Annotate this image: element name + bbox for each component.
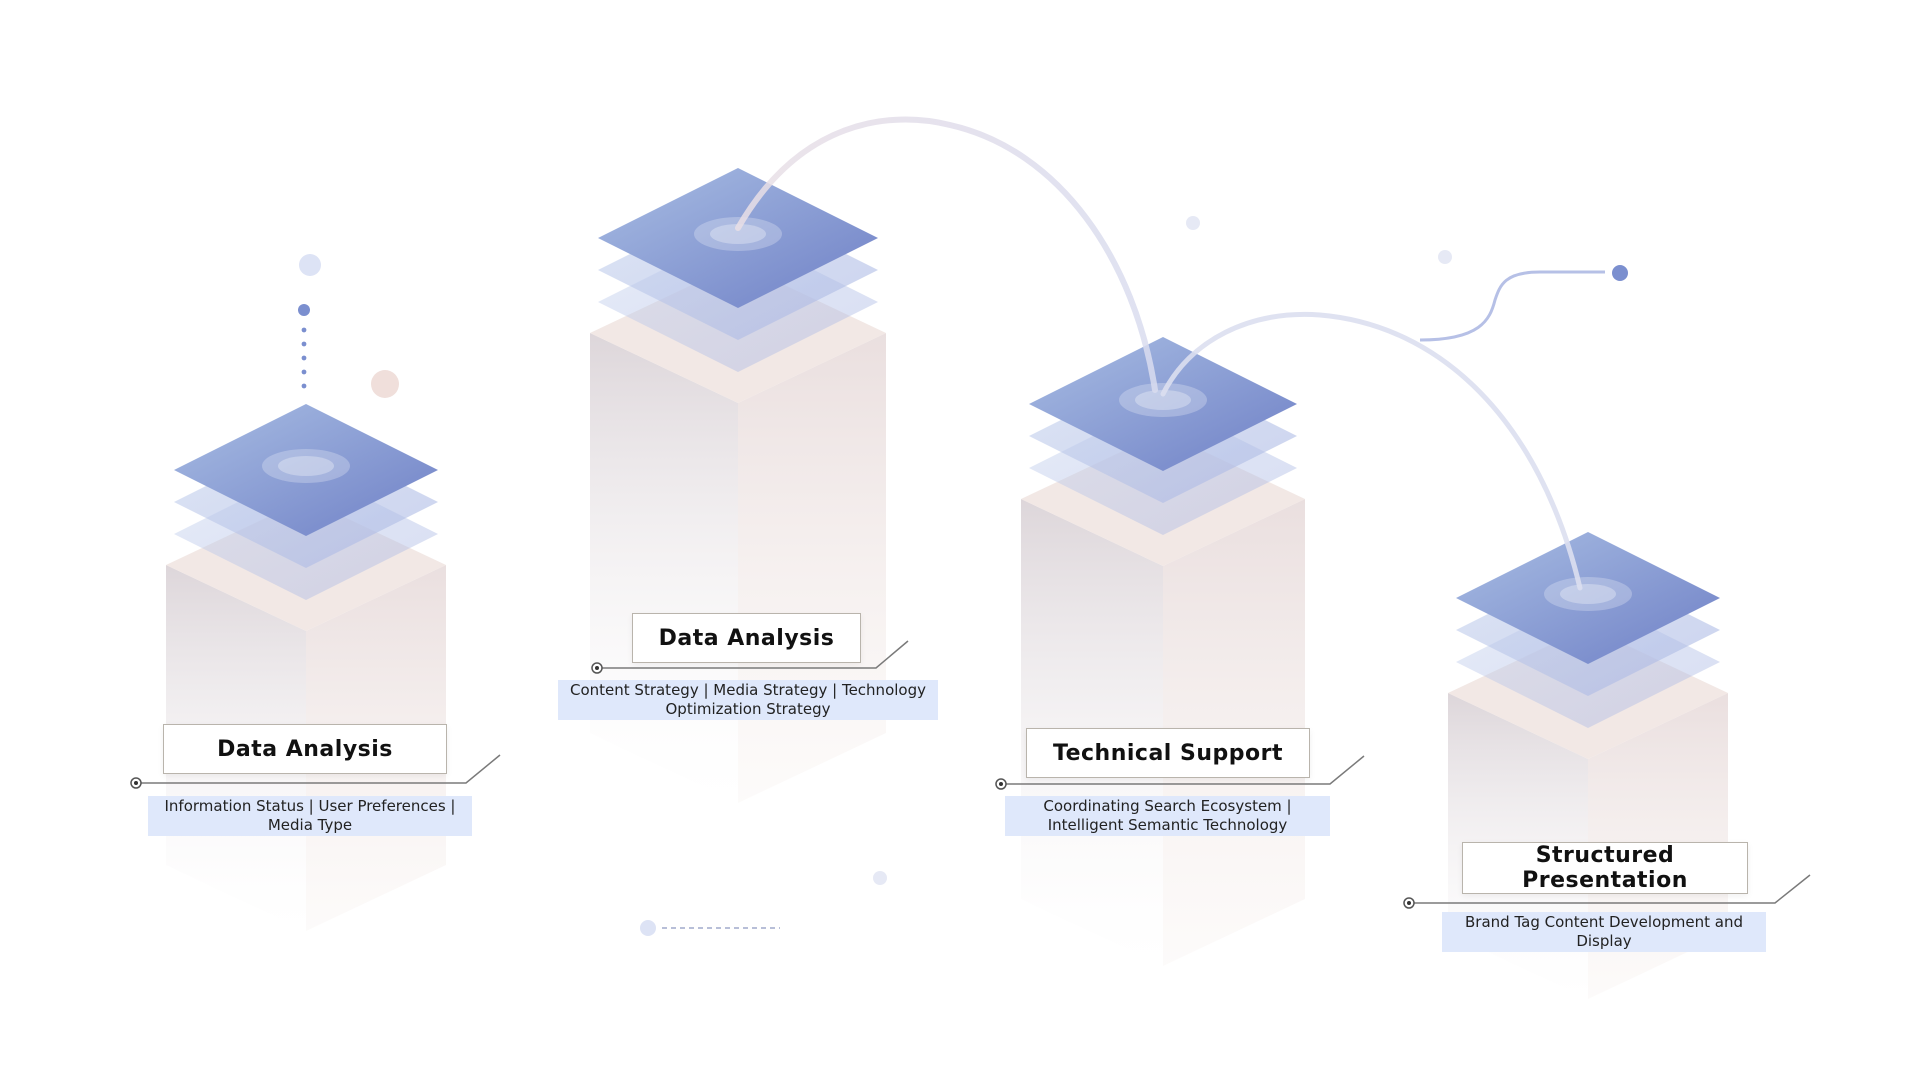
decor-dot-5 bbox=[1438, 250, 1452, 264]
decor-dotted-1 bbox=[301, 327, 307, 333]
node-2-description-box: Content Strategy | Media Strategy | Tech… bbox=[558, 680, 938, 720]
node-1-connector-line bbox=[136, 754, 501, 784]
node-2-glow-outer bbox=[694, 217, 782, 251]
node-4-connector-dot bbox=[1407, 901, 1411, 905]
node-4-description-box: Brand Tag Content Development and Displa… bbox=[1442, 912, 1766, 952]
node-3-title: Technical Support bbox=[1053, 740, 1283, 766]
decor-dot-1 bbox=[299, 254, 321, 276]
node-2-description: Content Strategy | Media Strategy | Tech… bbox=[570, 681, 926, 718]
node-2-top-platform bbox=[598, 168, 878, 308]
node-3-glow-inner bbox=[1135, 390, 1191, 410]
decorations bbox=[298, 216, 1628, 936]
node-1-connector-dot bbox=[134, 781, 138, 785]
node-4-top-platform bbox=[1456, 532, 1720, 664]
node-1-title: Data Analysis bbox=[217, 736, 393, 762]
node-2-title: Data Analysis bbox=[658, 625, 835, 651]
node-4-title-box: Structured Presentation bbox=[1462, 842, 1748, 894]
node-2-title-box: Data Analysis bbox=[632, 613, 861, 663]
node-1-description: Information Status | User Preferences | … bbox=[164, 797, 456, 834]
node-2-glow-inner bbox=[710, 224, 766, 244]
node-1-glow-inner bbox=[278, 456, 334, 476]
decor-dot-6 bbox=[873, 871, 887, 885]
node-3-description-box: Coordinating Search Ecosystem | Intellig… bbox=[1005, 796, 1330, 836]
node-3-glow-outer bbox=[1119, 383, 1207, 417]
decor-dotted-4 bbox=[301, 369, 307, 375]
decor-dot-8 bbox=[1612, 265, 1628, 281]
decor-dotted-5 bbox=[301, 383, 307, 389]
connector-arcs bbox=[735, 116, 1583, 591]
decor-dot-7 bbox=[640, 920, 656, 936]
decor-dotted-2 bbox=[301, 341, 307, 347]
decor-curve-line bbox=[1419, 270, 1605, 342]
node-3-top-platform bbox=[1029, 337, 1297, 471]
node-1-top-platform bbox=[174, 404, 438, 536]
node-2-connector-line bbox=[597, 640, 909, 669]
node-3-title-box: Technical Support bbox=[1026, 728, 1310, 778]
node-1-description-box: Information Status | User Preferences | … bbox=[148, 796, 472, 836]
decor-dot-3 bbox=[371, 370, 399, 398]
node-3-description: Coordinating Search Ecosystem | Intellig… bbox=[1043, 797, 1292, 834]
node-2-pillar-right-face bbox=[738, 333, 886, 803]
node-2-connector-dot bbox=[595, 666, 599, 670]
node-3-connector-line bbox=[1001, 755, 1365, 785]
label-connectors bbox=[130, 640, 1811, 909]
arc-node-2-to-3 bbox=[735, 116, 1158, 393]
decor-dot-4 bbox=[1186, 216, 1200, 230]
decor-dotted-3 bbox=[301, 355, 307, 361]
node-3-connector-dot bbox=[999, 782, 1003, 786]
decor-dot-2 bbox=[298, 304, 310, 316]
node-4-description: Brand Tag Content Development and Displa… bbox=[1465, 913, 1743, 950]
node-4-connector-line bbox=[1409, 874, 1811, 904]
node-4-title: Structured Presentation bbox=[1522, 843, 1688, 893]
node-1-glow-outer bbox=[262, 449, 350, 483]
node-4-glow-outer bbox=[1544, 577, 1632, 611]
node-4-glow-inner bbox=[1560, 584, 1616, 604]
node-1-title-box: Data Analysis bbox=[163, 724, 447, 774]
arc-node-3-to-4 bbox=[1160, 311, 1583, 591]
node-2-pillar-left-face bbox=[590, 333, 738, 803]
